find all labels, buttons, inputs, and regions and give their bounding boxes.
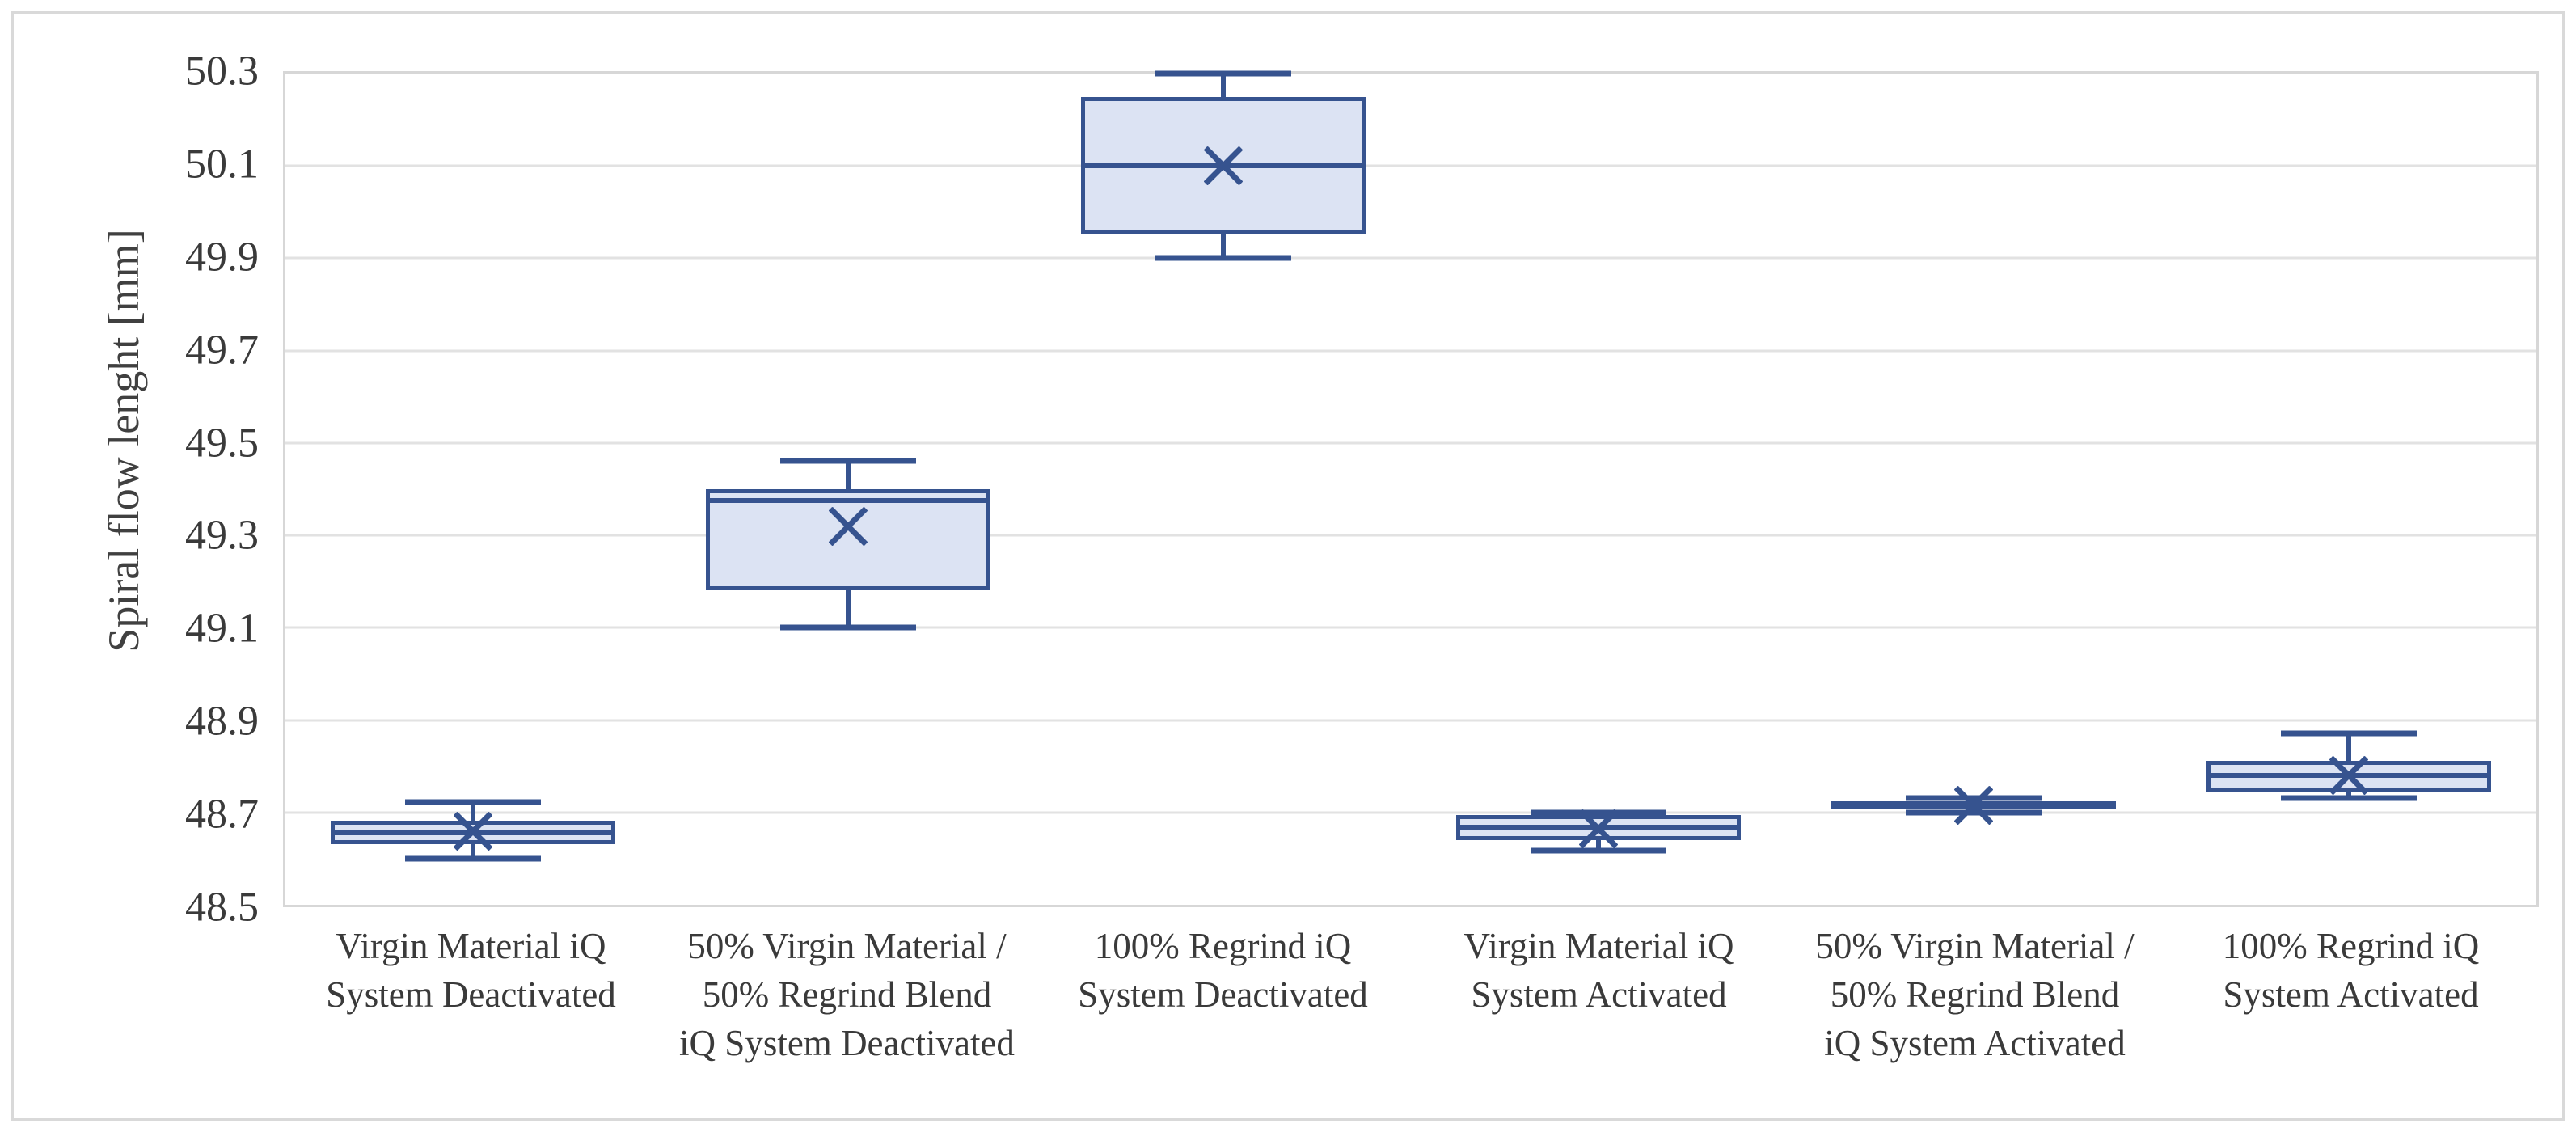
upper-whisker <box>471 802 475 822</box>
box-iqr <box>705 489 991 590</box>
upper-whisker <box>2346 733 2351 761</box>
x-tick-label-line: Virgin Material iQ <box>336 926 606 966</box>
box-plot-item[interactable] <box>1036 70 1411 905</box>
gridline <box>285 164 2536 167</box>
x-tick-label-line: System Activated <box>1471 974 1727 1015</box>
box-plot-item[interactable] <box>2161 74 2536 905</box>
lower-whisker <box>1221 234 1226 259</box>
box-plot-item[interactable] <box>285 74 661 905</box>
gridline <box>285 534 2536 537</box>
box-plot-series <box>285 70 2536 905</box>
y-tick-label: 49.3 <box>185 512 259 559</box>
mean-marker-x-icon <box>2324 750 2374 800</box>
gridline <box>285 719 2536 722</box>
gridline <box>285 811 2536 814</box>
x-tick-label: 100% Regrind iQ System Deactivated <box>1035 922 1411 1019</box>
mean-marker-x-icon <box>1949 780 1999 830</box>
upper-whisker-cap <box>1155 70 1291 77</box>
y-tick-label: 49.1 <box>185 605 259 652</box>
median-line <box>705 498 991 504</box>
mean-marker-x-icon <box>1573 804 1624 854</box>
upper-whisker-cap <box>1906 795 2042 800</box>
x-tick-label-line: System Activated <box>2223 974 2479 1015</box>
lower-whisker-cap <box>1155 255 1291 261</box>
lower-whisker-cap <box>780 624 916 631</box>
y-tick-label: 50.1 <box>185 141 259 188</box>
x-tick-label-line: System Deactivated <box>326 974 616 1015</box>
box-plot-item[interactable] <box>1411 74 1786 905</box>
box-plot-item[interactable] <box>661 74 1036 905</box>
lower-whisker <box>471 843 475 859</box>
y-tick-label: 49.7 <box>185 327 259 374</box>
x-tick-label: Virgin Material iQ System Deactivated <box>283 922 659 1019</box>
mean-marker-x-icon <box>448 806 498 856</box>
lower-whisker-cap <box>2281 795 2417 800</box>
gridline <box>285 349 2536 353</box>
mean-marker-x-icon <box>823 501 873 551</box>
upper-whisker <box>846 460 851 489</box>
gridline <box>285 256 2536 260</box>
lower-whisker-cap <box>1906 809 2042 816</box>
x-tick-label-line: 50% Regrind Blend <box>1830 974 2120 1015</box>
y-tick-label: 49.9 <box>185 234 259 281</box>
mean-marker-x-icon <box>1198 141 1248 191</box>
upper-whisker-cap <box>1531 809 1666 816</box>
box-plot-item[interactable] <box>1786 74 2161 905</box>
lower-whisker-cap <box>405 855 541 862</box>
y-tick-label: 50.3 <box>185 48 259 95</box>
y-tick-label: 48.9 <box>185 698 259 745</box>
x-tick-label-line: 50% Virgin Material / <box>687 926 1007 966</box>
lower-whisker <box>846 589 851 628</box>
y-tick-label: 48.5 <box>185 884 259 931</box>
gridline <box>285 626 2536 629</box>
upper-whisker-cap <box>780 458 916 464</box>
x-tick-label-line: System Deactivated <box>1078 974 1368 1015</box>
gridlines <box>285 74 2536 905</box>
x-tick-label: 50% Virgin Material / 50% Regrind Blend iQ… <box>659 922 1035 1067</box>
x-tick-label-line: Virgin Material iQ <box>1463 926 1734 966</box>
x-tick-label: 50% Virgin Material / 50% Regrind Blend iQ… <box>1787 922 2163 1067</box>
gridline <box>285 441 2536 445</box>
upper-whisker-cap <box>2281 730 2417 737</box>
upper-whisker-cap <box>405 799 541 805</box>
x-tick-label-line: iQ System Deactivated <box>679 1023 1015 1063</box>
upper-whisker <box>1221 74 1226 97</box>
lower-whisker <box>1596 840 1601 851</box>
lower-whisker-cap <box>1531 847 1666 854</box>
x-tick-label-line: iQ System Activated <box>1824 1023 2126 1063</box>
x-tick-label-line: 100% Regrind iQ <box>1094 926 1352 966</box>
y-tick-label: 48.7 <box>185 791 259 838</box>
x-tick-label-line: 50% Virgin Material / <box>1815 926 2135 966</box>
y-tick-label: 49.5 <box>185 420 259 467</box>
x-axis-category-labels: Virgin Material iQ System Deactivated 50% … <box>283 922 2539 1108</box>
x-tick-label: 100% Regrind iQ System Activated <box>2163 922 2539 1019</box>
x-tick-label-line: 100% Regrind iQ <box>2222 926 2480 966</box>
x-tick-label: Virgin Material iQ System Activated <box>1411 922 1787 1019</box>
x-tick-label-line: 50% Regrind Blend <box>702 974 992 1015</box>
plot-area <box>283 70 2539 907</box>
